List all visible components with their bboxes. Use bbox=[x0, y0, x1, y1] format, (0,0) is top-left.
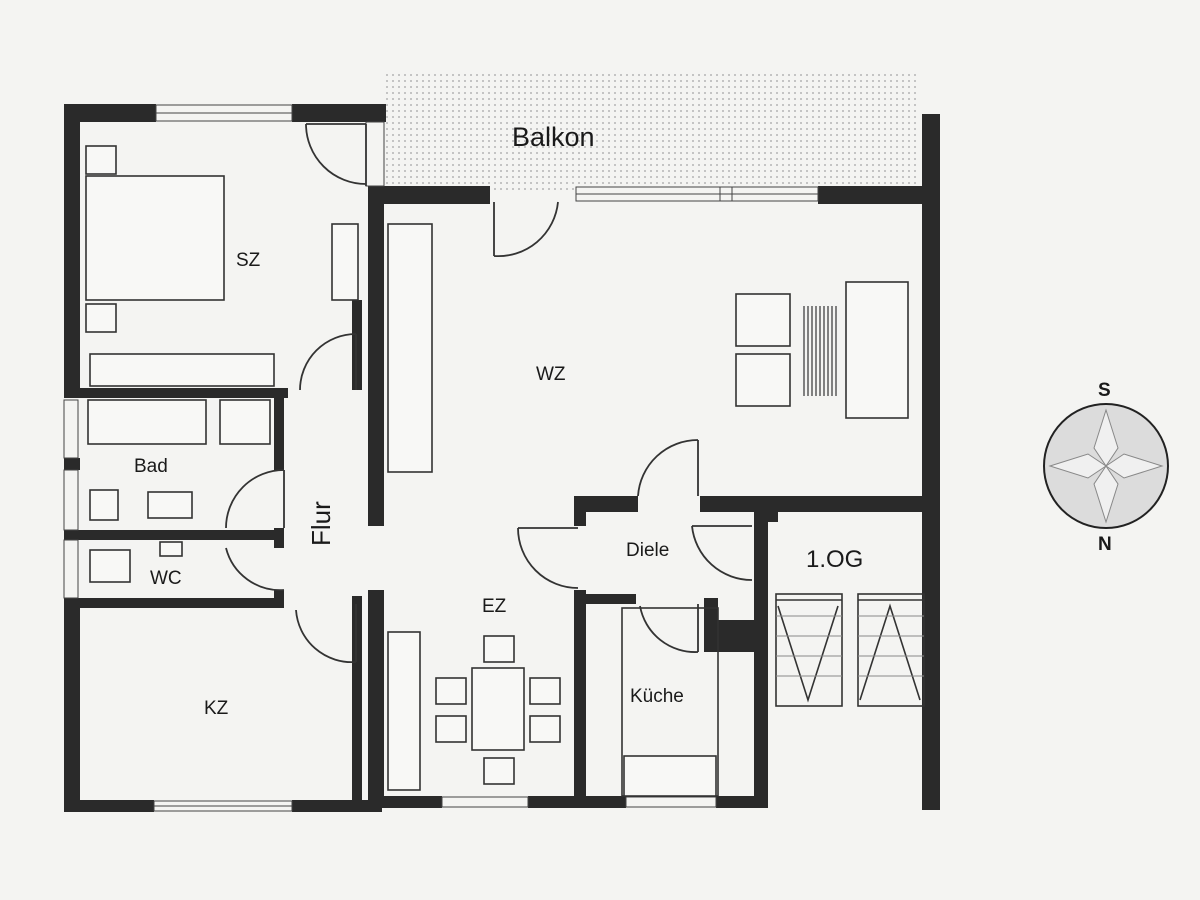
room-label-kz: KZ bbox=[204, 698, 229, 719]
walls bbox=[64, 104, 940, 812]
doors bbox=[225, 123, 753, 664]
room-label-diele: Diele bbox=[626, 540, 670, 561]
windows bbox=[63, 104, 819, 812]
compass-label-s: S bbox=[1098, 380, 1111, 401]
room-label-kueche: Küche bbox=[630, 686, 684, 707]
room-label-bad: Bad bbox=[134, 456, 168, 477]
balcony-area bbox=[385, 72, 917, 190]
room-label-balkon: Balkon bbox=[512, 122, 595, 152]
rug bbox=[803, 306, 837, 396]
compass-label-n: N bbox=[1098, 534, 1112, 555]
compass-icon bbox=[1043, 403, 1169, 529]
furniture bbox=[85, 145, 909, 797]
room-label-wc: WC bbox=[150, 568, 182, 589]
room-label-ez: EZ bbox=[482, 596, 507, 617]
room-label-sz: SZ bbox=[236, 250, 261, 271]
room-label-wz: WZ bbox=[536, 364, 566, 385]
staircase bbox=[775, 593, 925, 707]
floor-label: 1.OG bbox=[806, 546, 864, 573]
room-label-flur: Flur bbox=[306, 501, 336, 546]
